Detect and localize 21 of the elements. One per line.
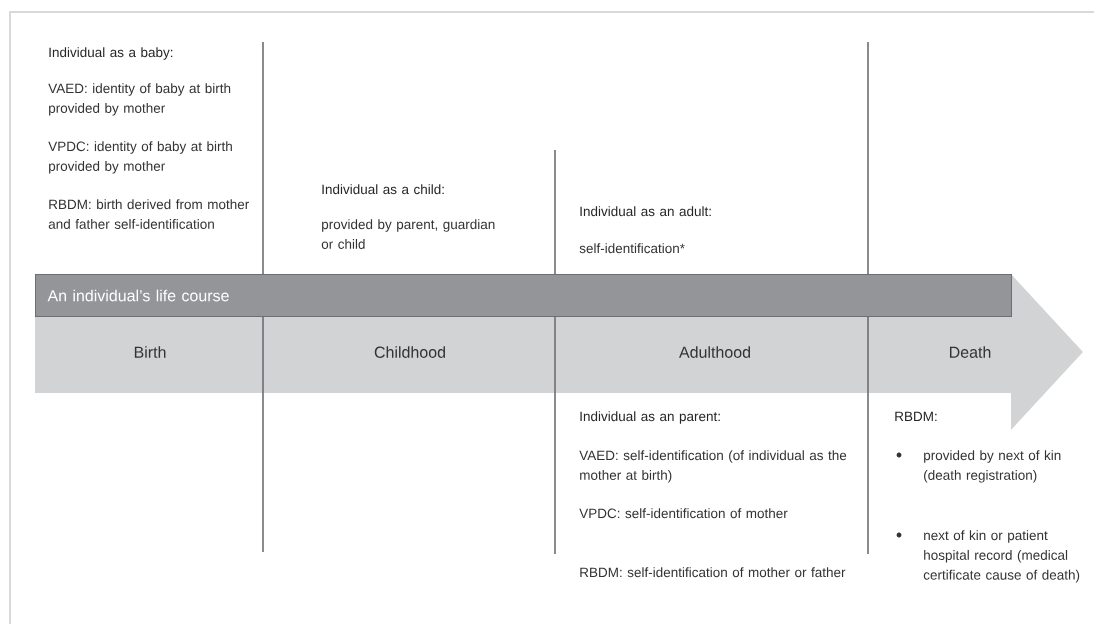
bullet-text: next of kin or patient hospital record (medical certificate cause of death) [923,530,1080,583]
note-text: VPDC: identity of baby at birth provided by mother [48,141,232,174]
stage-label: Childhood [374,346,445,358]
note-text: RBDM: self-identification of mother or father [580,567,846,578]
note-text: VAED: self-identification (of individual as the mother at birth) [579,450,847,483]
heading-text: Individual as an parent: [580,411,720,424]
note-text: provided by parent, guardian or child [321,219,495,249]
note-text: self-identification* [579,243,685,254]
bullet-text: provided by next of kin (death registration) [924,450,1061,483]
timeline-arrow [35,274,1083,430]
stage-label: Adulthood [679,346,750,358]
stage-label: Birth [134,346,166,358]
note-text: VAED: identity of baby at birth provided by mother [48,83,231,116]
note-text: VPDC: self-identification of mother [579,508,788,519]
note-text: RBDM: birth derived from mother and father self-identification [48,199,249,229]
stage-label: Death [950,346,991,358]
heading-text: Individual as a baby: [49,47,173,60]
heading-text: Individual as an adult: [580,206,711,217]
heading-text: RBDM: [895,411,937,421]
heading-text: Individual as a child: [322,184,444,195]
title-bar: An individual’s life course [35,274,1012,317]
